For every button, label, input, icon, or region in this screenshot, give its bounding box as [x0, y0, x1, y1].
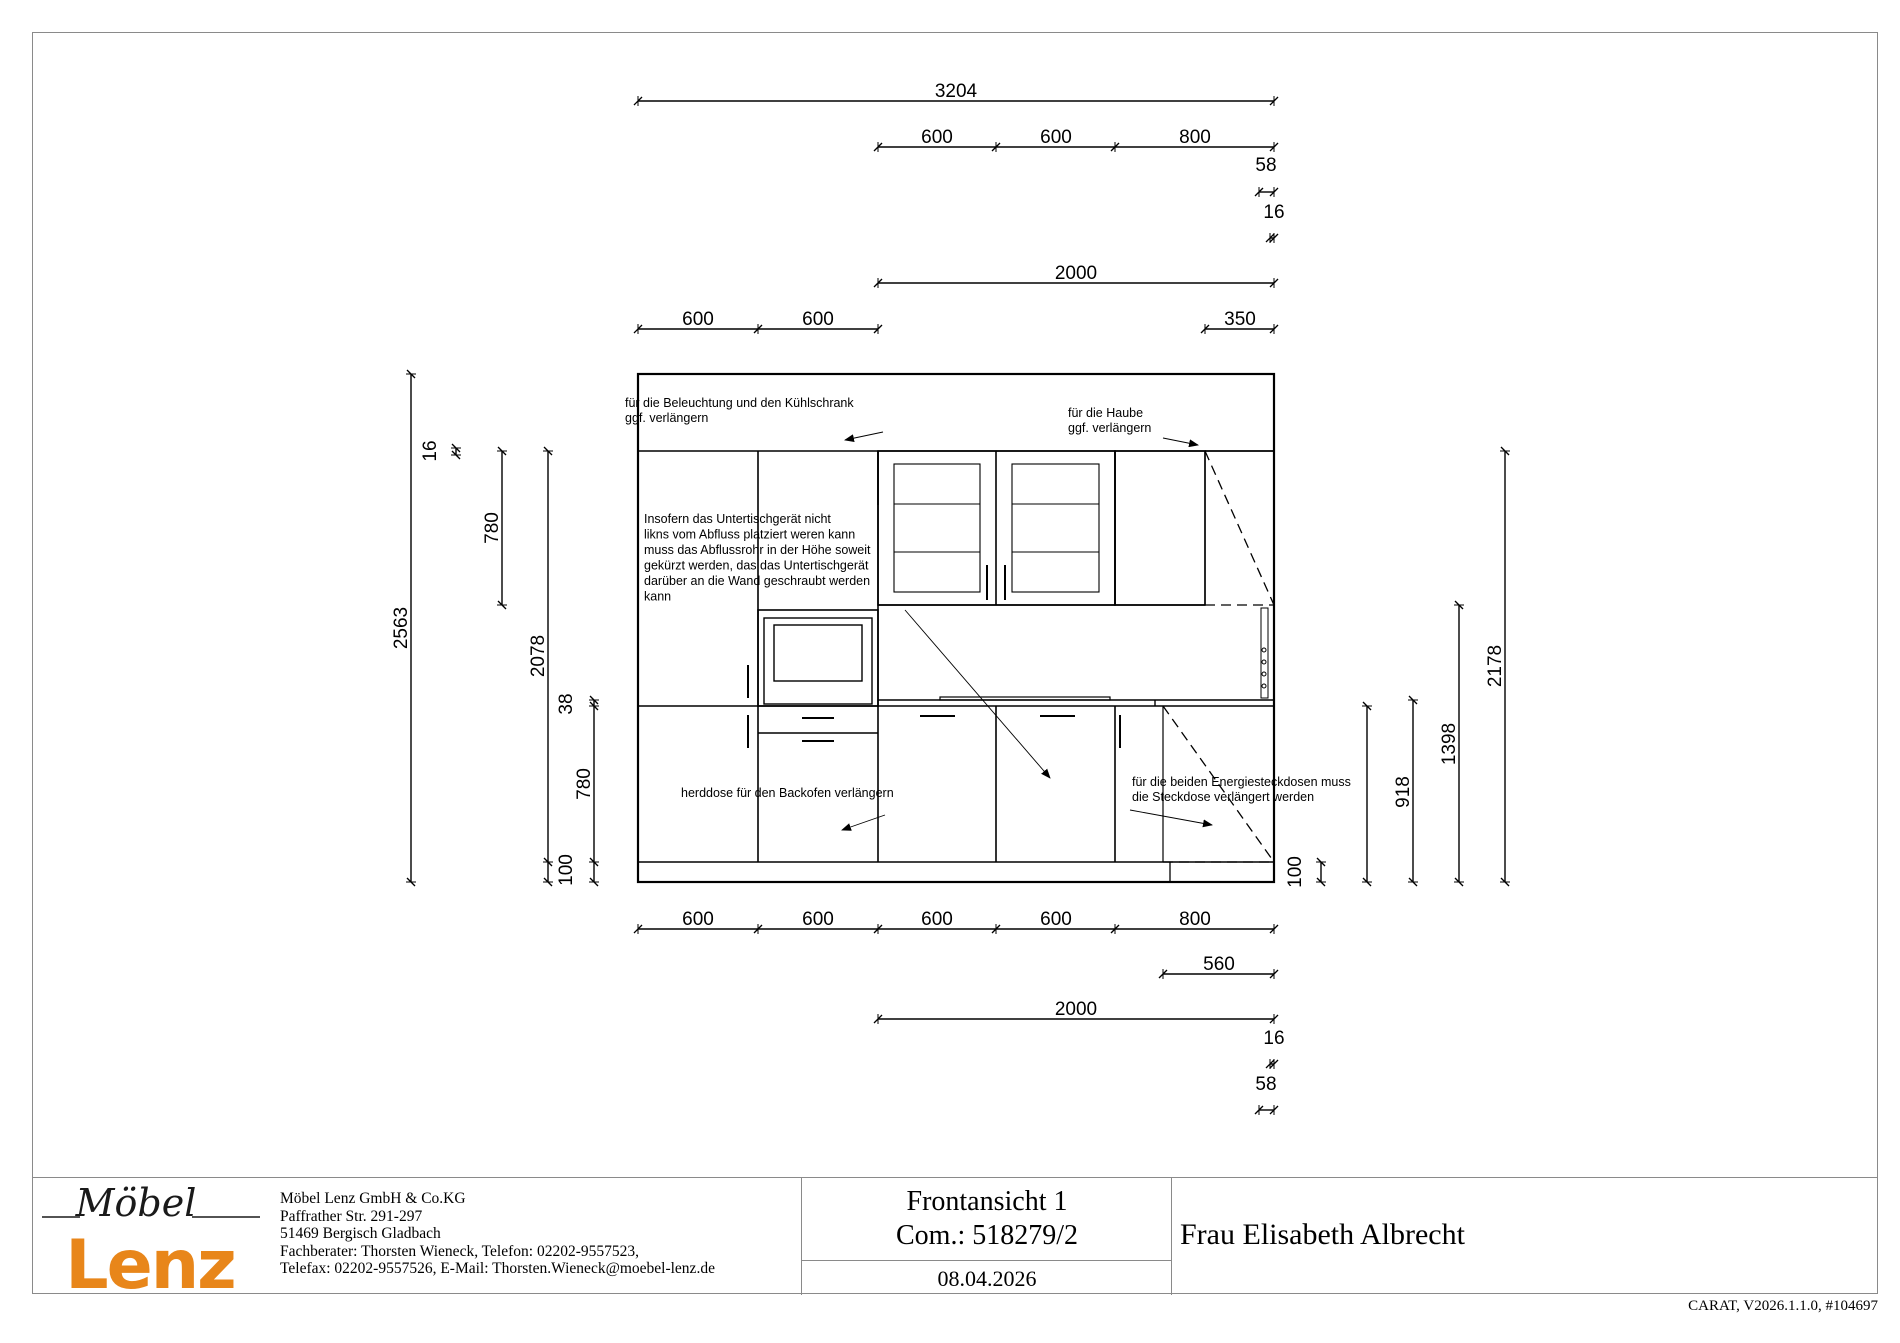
oven — [763, 617, 873, 705]
dim-dishwasher-width: 560 — [1203, 954, 1235, 975]
dimensions-right — [1316, 446, 1510, 887]
note-undercounter-appliance: Insofern das Untertischgerät nicht likns… — [644, 512, 874, 604]
logo-graphic: Möbel Lenz — [42, 1181, 260, 1305]
dim-wall-unit-bottom: 1398 — [1439, 723, 1460, 765]
dimensions-left — [406, 369, 599, 887]
commission-number: Com.: 518279/2 — [895, 1220, 1078, 1251]
company-info: Möbel Lenz GmbH & Co.KG Paffrather Str. … — [277, 1178, 802, 1295]
dim-base-unit-width: 600 — [1040, 909, 1072, 930]
dim-left-width: 600 — [682, 309, 714, 330]
logo-top-text: Möbel — [75, 1181, 197, 1225]
note-arrows — [841, 431, 1213, 831]
dim-left-width: 600 — [802, 309, 834, 330]
company-logo: Möbel Lenz — [32, 1178, 277, 1305]
hob — [939, 696, 1111, 701]
dim-worktop-thickness: 38 — [556, 693, 577, 714]
dim-offset-a: 58 — [1255, 1074, 1276, 1095]
dim-base-unit-width: 600 — [921, 909, 953, 930]
dim-base-unit-width: 800 — [1179, 909, 1211, 930]
customer-cell: Frau Elisabeth Albrecht — [1172, 1178, 1878, 1295]
dim-top-gap: 16 — [420, 440, 441, 461]
dim-base-unit-width: 600 — [802, 909, 834, 930]
title-block: Möbel Lenz Möbel Lenz GmbH & Co.KG Paffr… — [32, 1177, 1878, 1305]
dimension-labels-top: 3204 600 600 800 58 16 2000 600 600 350 — [682, 81, 1284, 330]
hob-controls — [1261, 647, 1267, 689]
dim-worktop-right: 2000 — [1055, 263, 1097, 284]
dim-worktop-height: 918 — [1393, 776, 1414, 808]
oven-housing — [757, 609, 879, 707]
plan-date: 08.04.2026 — [937, 1266, 1037, 1291]
dim-hood-width: 350 — [1224, 309, 1256, 330]
logo-bottom-text: Lenz — [65, 1226, 234, 1295]
drawing-frame — [32, 32, 1878, 1294]
dim-offset-b: 16 — [1263, 1028, 1284, 1049]
wall-unit-right — [1114, 450, 1206, 606]
dimensions-top — [633, 96, 1279, 334]
dim-wall-unit-top: 2178 — [1485, 645, 1506, 687]
dim-total-height: 2563 — [391, 607, 412, 649]
company-contact: Telefax: 02202-9557526, E-Mail: Thorsten… — [280, 1260, 715, 1277]
date-row: 08.04.2026 — [802, 1260, 1172, 1296]
dim-wall-unit-width: 600 — [1040, 127, 1072, 148]
hood-dashed — [1204, 450, 1275, 606]
dim-plinth-height: 100 — [1285, 856, 1306, 888]
note-oven-socket: herddose für den Backofen verlängern — [681, 786, 894, 800]
dim-wall-unit-width: 800 — [1179, 127, 1211, 148]
dimension-labels-right: 100 918 1398 2178 — [1285, 645, 1506, 888]
company-city: 51469 Bergisch Gladbach — [280, 1225, 441, 1242]
dimension-labels-bottom: 600 600 600 600 800 560 2000 16 58 — [682, 909, 1284, 1095]
dim-tall-height: 2078 — [528, 635, 549, 677]
dim-wall-unit-height: 780 — [482, 512, 503, 544]
customer-name: Frau Elisabeth Albrecht — [1180, 1218, 1465, 1251]
company-name: Möbel Lenz GmbH & Co.KG — [280, 1190, 466, 1207]
company-street: Paffrather Str. 291-297 — [280, 1207, 423, 1225]
glass-wall-units — [877, 450, 1116, 606]
hood-control-strip — [1260, 607, 1269, 699]
dim-offset-a: 58 — [1255, 155, 1276, 176]
dim-offset-b: 16 — [1263, 202, 1284, 223]
view-title: Frontansicht 1 — [906, 1186, 1068, 1217]
dimensions-bottom — [633, 924, 1279, 1115]
dim-overall-width: 3204 — [935, 81, 978, 102]
kitchen-elevation — [636, 372, 1276, 884]
kitchen-outline — [636, 372, 1276, 884]
oven-window — [773, 624, 863, 682]
plan-title-cell: Frontansicht 1 Com.: 518279/2 08.04.2026 — [802, 1178, 1172, 1295]
software-version: CARAT, V2026.1.1.0, #104697 — [1688, 1298, 1878, 1314]
dim-wall-unit-width: 600 — [921, 127, 953, 148]
dim-plinth-height: 100 — [556, 854, 577, 886]
dim-base-unit-width: 600 — [682, 909, 714, 930]
dimension-labels-left: 2563 16 780 2078 38 780 100 — [391, 440, 595, 885]
dim-base-unit-height: 780 — [574, 768, 595, 800]
dim-worktop-right: 2000 — [1055, 999, 1097, 1020]
company-advisor: Fachberater: Thorsten Wieneck, Telefon: … — [280, 1242, 639, 1260]
